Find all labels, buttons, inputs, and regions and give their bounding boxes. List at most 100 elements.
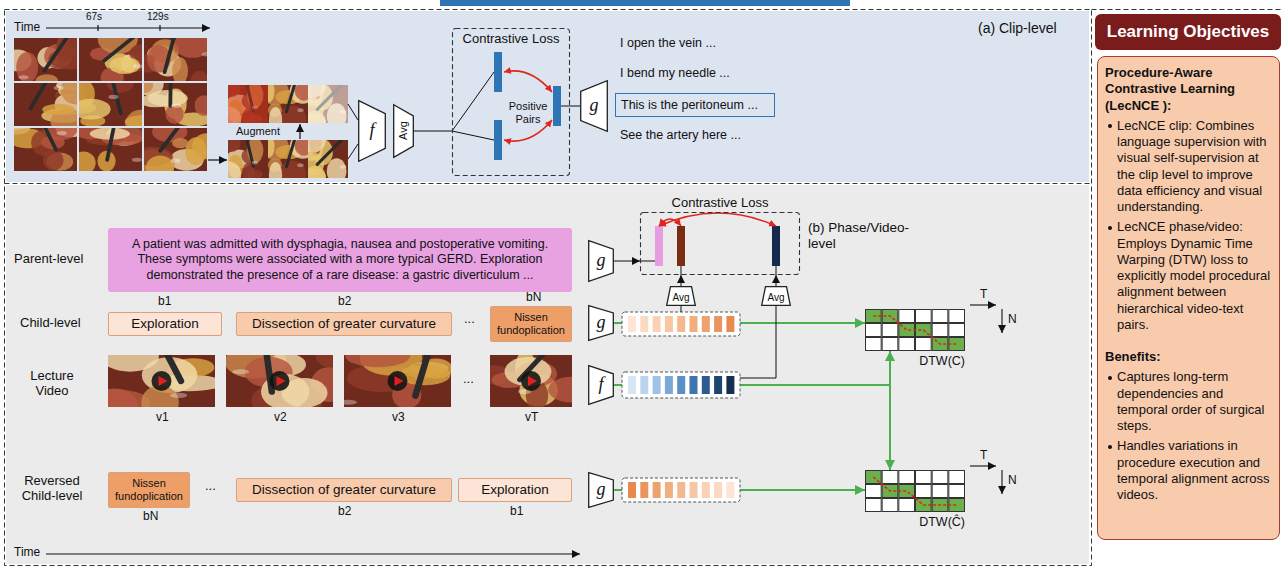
- instrument: [104, 38, 135, 61]
- embedding-bar: [702, 376, 710, 394]
- node-text: Contrastive Loss: [640, 195, 800, 212]
- tissue: [279, 106, 306, 123]
- embedding-bar: [702, 482, 710, 498]
- dtw-cell: [899, 338, 915, 351]
- selected-caption-box: This is the peritoneum ...: [615, 93, 775, 117]
- trapezoid: [589, 306, 614, 341]
- glare: [340, 165, 346, 169]
- label: Augment: [236, 125, 280, 138]
- node-text: A patient was admitted with dysphagia, n…: [118, 237, 562, 284]
- axis-arrow: [1001, 309, 1002, 333]
- feed-line: [740, 306, 776, 378]
- dashed-outline: [641, 213, 800, 275]
- bullet-text: LecNCE clip: Combines language supervisi…: [1105, 118, 1272, 216]
- surgical-frame: [79, 83, 142, 126]
- surgical-frame: [228, 140, 268, 178]
- tissue: [228, 161, 241, 178]
- child-embedding-bar: [677, 226, 685, 266]
- node-text: Procedure-Aware Contrastive Learning (Le…: [1105, 65, 1272, 114]
- tissue: [295, 85, 308, 101]
- instrument: [44, 128, 56, 150]
- node-text: Dissection of greater curvature: [252, 316, 436, 332]
- label: Time: [14, 546, 40, 560]
- tissue: [191, 71, 207, 81]
- dtw-cell: [899, 310, 915, 323]
- bullet-text: LecNCE phase/video: Employs Dynamic Time…: [1105, 219, 1272, 333]
- dtw-cell: [949, 338, 965, 351]
- title-bar: [440, 0, 850, 6]
- node-text: Contrastive Loss: [463, 31, 560, 47]
- connector: [681, 275, 682, 286]
- glare: [170, 393, 187, 398]
- label: Lecture Video: [14, 369, 90, 399]
- instrument: [160, 128, 179, 151]
- tissue: [308, 166, 325, 178]
- play-button: [388, 371, 408, 391]
- embedding-bar: [653, 316, 661, 332]
- node-text: This is the peritoneum ...: [621, 98, 758, 113]
- tissue: [268, 140, 275, 157]
- bullet-text: Captures long-term dependencies and temp…: [1105, 369, 1272, 434]
- node-text: Avg: [672, 292, 689, 304]
- trapezoid: [667, 287, 696, 306]
- node-text: g: [590, 95, 599, 117]
- tissue: [79, 151, 96, 171]
- label: vT: [525, 411, 538, 425]
- parent-embedding-bar: [655, 226, 663, 266]
- time-tick: [97, 25, 98, 31]
- glare: [297, 108, 303, 112]
- label: 67s: [86, 11, 102, 23]
- trapezoid: [589, 473, 614, 508]
- glare: [132, 158, 142, 162]
- tissue: [195, 95, 207, 116]
- bullet-text: Handles variations in procedure executio…: [1105, 438, 1272, 503]
- dtw-cell: [916, 310, 932, 323]
- dtw-cell: [899, 471, 915, 484]
- embedding-bar: [553, 86, 561, 126]
- glare: [202, 52, 207, 56]
- tissue: [295, 140, 308, 156]
- visual-encoder: f: [358, 100, 386, 162]
- dtw-cell: [949, 499, 965, 512]
- embedding-bar: [690, 376, 698, 394]
- node-text: Nissen fundoplication: [113, 477, 185, 502]
- tissue: [36, 74, 58, 81]
- dtw-cell: [949, 471, 965, 484]
- embedding-group: [622, 478, 740, 502]
- tissue: [79, 99, 111, 120]
- instrument: [165, 38, 175, 72]
- surgical-frame: [144, 38, 207, 81]
- phase-level-panel: [6, 185, 1089, 564]
- dtw-cell: [882, 338, 898, 351]
- surgical-frame: [79, 38, 142, 81]
- surgical-frame: [344, 355, 451, 407]
- instrument: [107, 128, 114, 160]
- node-text: Exploration: [481, 482, 549, 498]
- surgical-frame: [79, 128, 142, 171]
- embedding-bar: [690, 316, 698, 332]
- connector: [614, 261, 640, 262]
- trapezoid: [359, 101, 386, 162]
- feed-line: [452, 72, 494, 131]
- text-encoder: g: [588, 472, 614, 508]
- tissue: [279, 161, 306, 178]
- feed-line: [452, 131, 494, 140]
- label: v2: [274, 411, 287, 425]
- tissue: [61, 83, 77, 105]
- tissue: [108, 388, 138, 407]
- contrastive-loss-box: Contrastive LossPositive Pairs: [452, 28, 570, 176]
- tissue: [146, 156, 174, 171]
- clip-level-panel: [6, 11, 1089, 182]
- tissue: [269, 162, 282, 178]
- trapezoid: [394, 105, 414, 158]
- dtw-cell: [932, 471, 948, 484]
- axis-arrow: [970, 465, 996, 466]
- instrument: [44, 38, 67, 71]
- node-text: f: [598, 374, 603, 396]
- play-triangle: [395, 376, 404, 386]
- embedding-bar: [665, 316, 673, 332]
- dtw-cell: [866, 324, 882, 337]
- embedding-bar: [640, 482, 648, 498]
- embedding-bar: [628, 316, 636, 332]
